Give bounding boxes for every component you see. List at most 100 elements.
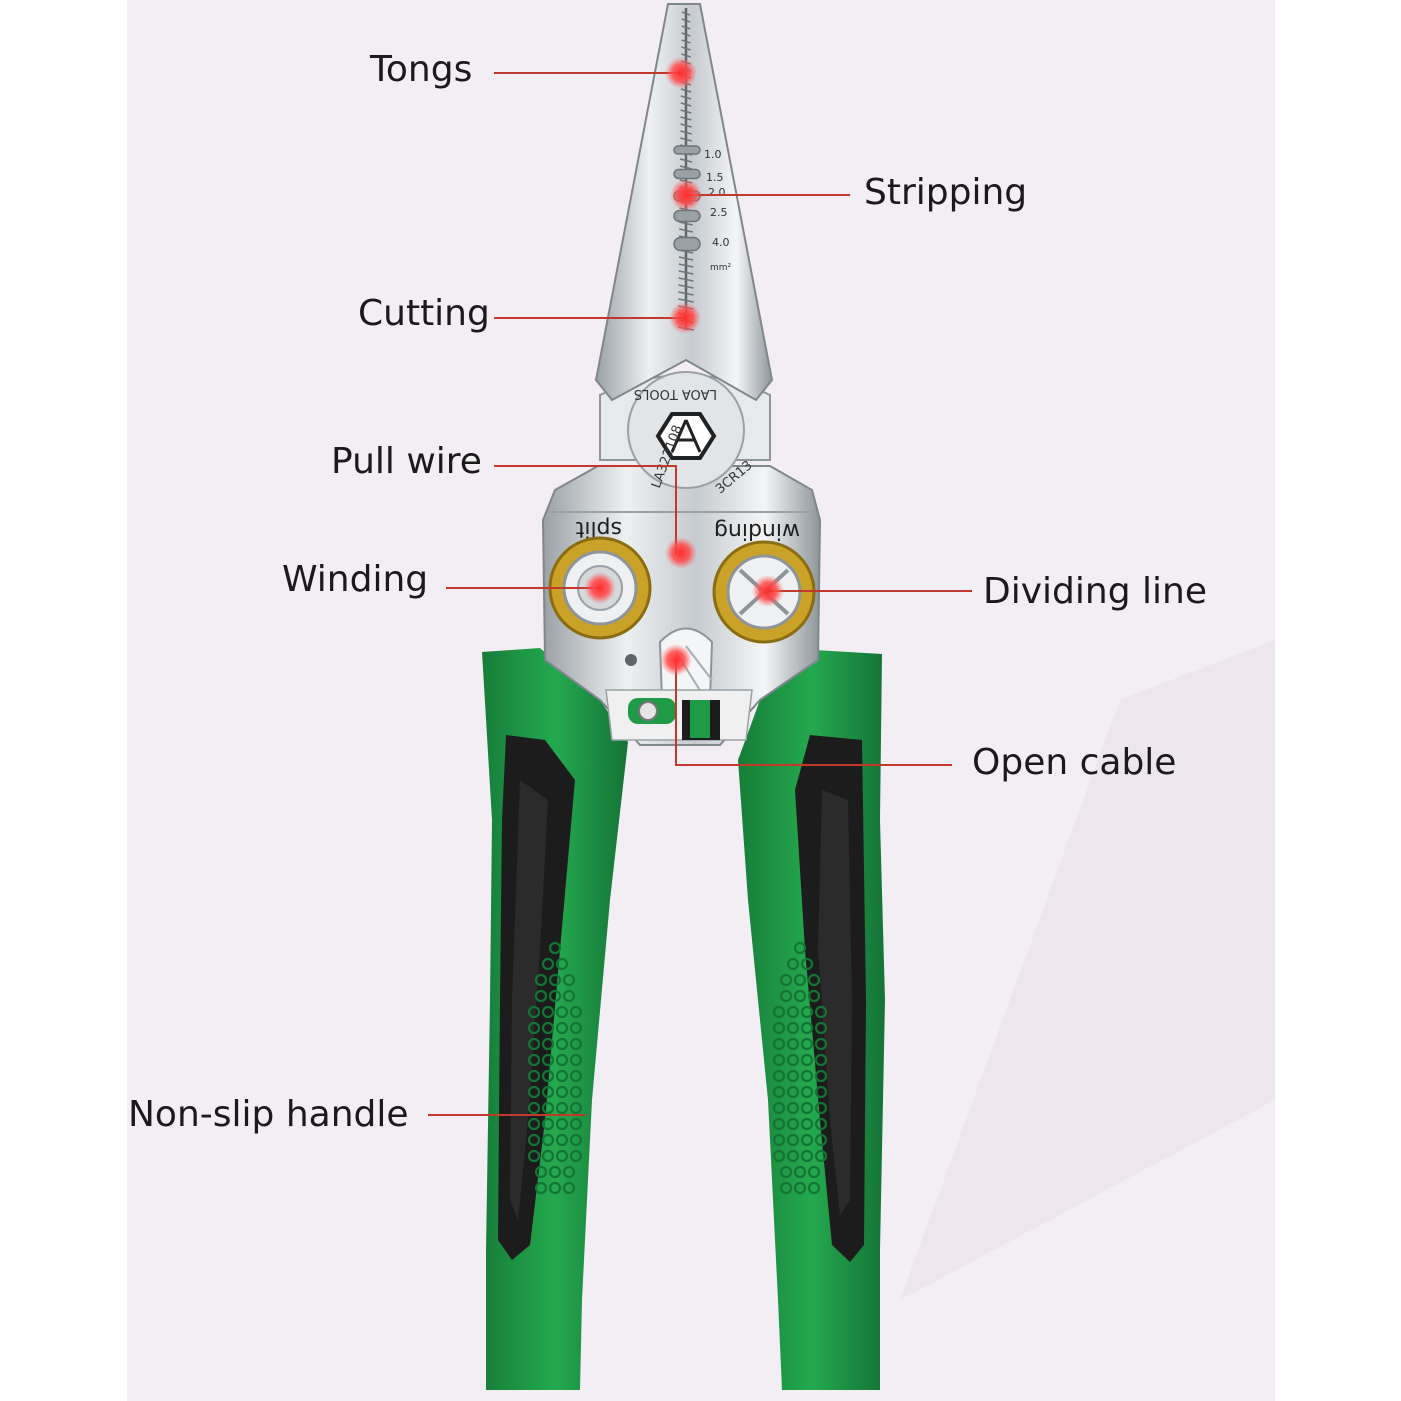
grip-dot [814,1101,828,1115]
callout-pull-wire: Pull wire [331,441,482,482]
grip-dot [548,1181,562,1195]
grip-dot [786,957,800,971]
gauge-2: 1.5 [706,171,724,184]
gauge-3: 2.0 [708,186,726,199]
callout-cutting: Cutting [358,293,490,334]
grip-dot [548,941,562,955]
spring-clip [605,689,753,741]
grip-dot [527,1117,541,1131]
winding-dot [584,572,616,604]
grip-dot [569,1053,583,1067]
grip-dot [527,1069,541,1083]
grip-dot [555,1037,569,1051]
grip-dot [807,973,821,987]
grip-dot [772,1021,786,1035]
jaw-serration [680,123,692,128]
pull-wire-leader [494,465,677,555]
brand-logo [655,412,717,460]
backdrop-shadow [900,640,1275,1300]
grip-dot [527,1037,541,1051]
callout-non-slip-handle: Non-slip handle [128,1094,409,1135]
grip-dot [814,1149,828,1163]
grip-dot [569,1101,583,1115]
jaw-serration [680,116,692,121]
grip-dot [569,1133,583,1147]
grip-dot [562,989,576,1003]
grip-dot [800,1069,814,1083]
jaw-serration [678,284,694,289]
grip-dot [527,1053,541,1067]
jaw-serration [680,109,692,114]
grip-dot [772,1005,786,1019]
grip-dot [541,1101,555,1115]
jaw-serration [678,291,694,296]
grip-dot [814,1085,828,1099]
gauge-1: 1.0 [704,148,722,161]
jaw-serration [679,221,693,226]
grip-dot [541,1053,555,1067]
grip-dot [786,1021,800,1035]
jaw-serration [681,25,691,30]
grip-dot [800,1117,814,1131]
right-grip-dots [772,941,828,1195]
jaw-serration [678,256,694,261]
grip-dot [786,1117,800,1131]
jaw-serration [680,88,692,93]
grip-dot [772,1053,786,1067]
grip-dot [569,1085,583,1099]
grip-dot [569,1117,583,1131]
tongs-dot [665,57,697,89]
grip-dot [807,1181,821,1195]
grip-dot [527,1149,541,1163]
grip-dot [527,1133,541,1147]
grip-dot [555,1133,569,1147]
grip-dot [800,1053,814,1067]
grip-dot [534,973,548,987]
grip-dot [800,1005,814,1019]
grip-dot [569,1021,583,1035]
grip-dot [569,1149,583,1163]
grip-dot [779,989,793,1003]
grip-dot [772,1117,786,1131]
grip-dot [800,1021,814,1035]
callout-open-cable: Open cable [972,742,1177,783]
grip-dot [569,1005,583,1019]
grip-dot [779,1181,793,1195]
jaw-serration [678,270,694,275]
grip-dot [786,1101,800,1115]
grip-dot [555,1101,569,1115]
grip-dot [779,1165,793,1179]
grip-dot [786,1149,800,1163]
grip-dot [772,1149,786,1163]
grip-dot [541,1021,555,1035]
jaw-serration [681,46,691,51]
gauge-unit: mm² [710,263,732,273]
grip-dot [807,989,821,1003]
callout-winding: Winding [282,559,429,600]
grip-dot [541,1085,555,1099]
grip-dot [562,1181,576,1195]
jaw-serration [679,228,693,233]
grip-dot [800,1085,814,1099]
grip-dot [569,1069,583,1083]
stripping-notch [673,168,701,180]
stripping-dot [670,179,702,211]
grip-dot [786,1133,800,1147]
grip-dot [779,973,793,987]
grip-dot [800,957,814,971]
left-handle [482,648,628,1390]
grip-dot [786,1005,800,1019]
grip-dot [541,1133,555,1147]
grip-dot [772,1037,786,1051]
grip-dot [800,1149,814,1163]
jaw-serration [679,165,693,170]
grip-dot [541,1069,555,1083]
jaw-serration [680,95,692,100]
callout-stripping: Stripping [864,172,1028,213]
pliers-head [541,371,822,746]
grip-dot [772,1085,786,1099]
grip-dot [555,1069,569,1083]
grip-dot [541,1117,555,1131]
